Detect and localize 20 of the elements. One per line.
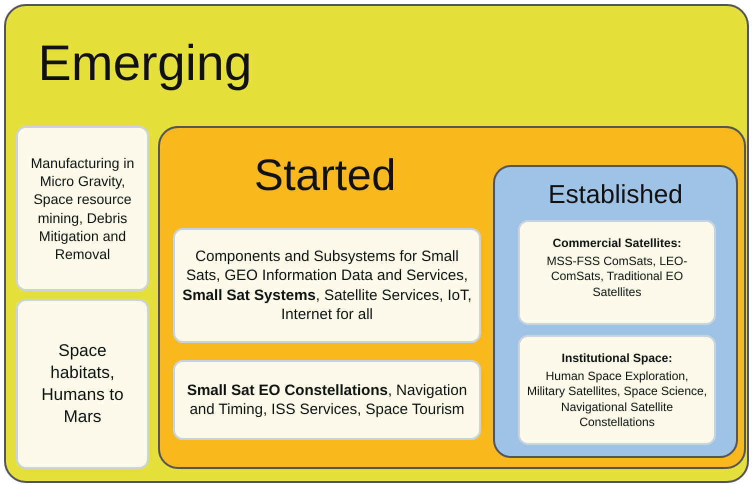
description-text: MSS-FSS ComSats, LEO-ComSats, Traditional EO Satellites	[546, 254, 688, 300]
started-panel	[158, 126, 746, 469]
idea-card	[16, 126, 149, 291]
panel-heading: Established	[547, 181, 684, 207]
idea-card	[16, 299, 149, 469]
description-text: Manufacturing in Micro Gravity, Space resource mining, Debris Mitigation and Removal	[30, 154, 136, 264]
idea-card	[518, 220, 716, 325]
description-text: Human Space Exploration, Military Satellites, Space Science, Navigational Satellite Constellations	[526, 368, 708, 431]
panel-heading: Emerging	[38, 38, 252, 88]
description-text: Components and Subsystems for Small Sats, GEO Information Data and Services, Small Sat Systems, Satellite Services, IoT, Internet for all	[181, 246, 473, 324]
idea-card	[173, 360, 481, 440]
description-text: Small Sat EO Constellations, Navigation and Timing, ISS Services, Space Tourism	[186, 380, 468, 420]
card-heading: Institutional Space:	[560, 351, 674, 367]
panel-heading: Started	[253, 154, 397, 198]
idea-card	[173, 228, 481, 343]
established-panel	[493, 165, 738, 458]
description-text: Space habitats, Humans to Mars	[40, 340, 125, 428]
emerging-panel	[4, 4, 749, 483]
card-heading: Commercial Satellites:	[552, 236, 682, 252]
idea-card	[518, 335, 716, 445]
